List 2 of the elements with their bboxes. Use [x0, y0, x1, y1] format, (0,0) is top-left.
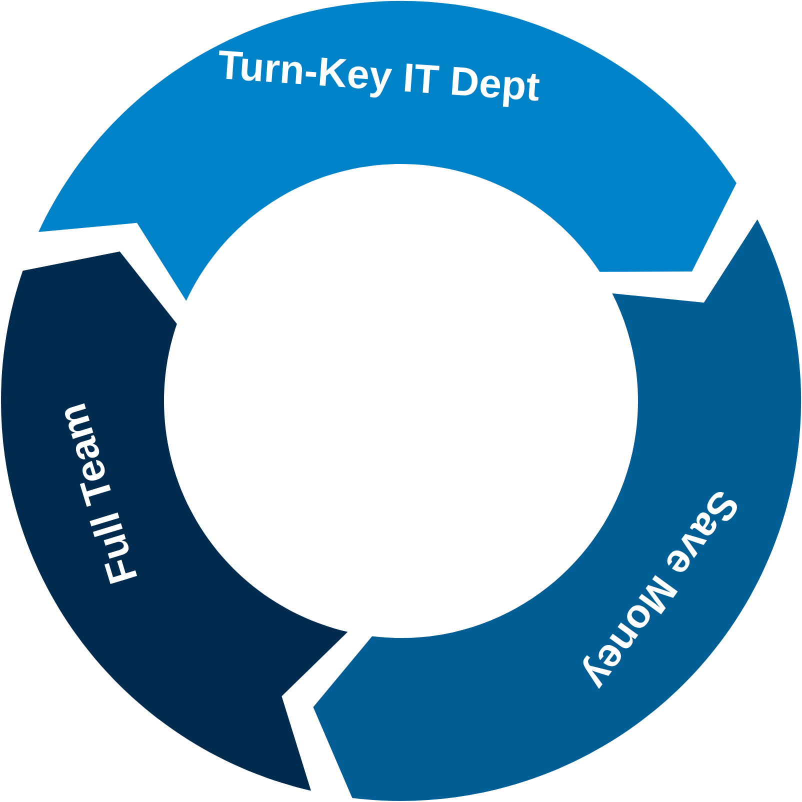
- cycle-arrow-segment: Turn-Key IT Dept: [38, 1, 736, 301]
- cycle-arrow-segment: Full Team: [1, 251, 348, 791]
